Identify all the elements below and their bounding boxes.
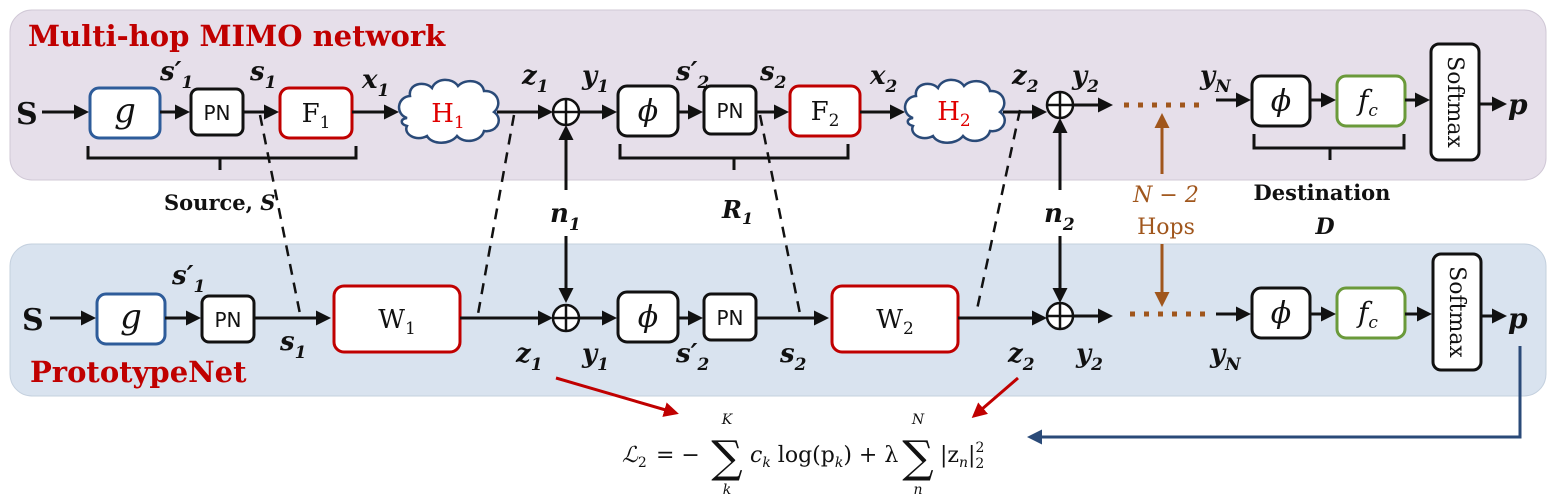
prototype-W2-label: W2 — [876, 305, 914, 339]
top-row: S g s′1 PN s1 F1 x1 H1 z1 y1 ϕ s′2 PN s2… — [16, 42, 1528, 240]
bottom-row: S g s′1 PN s1 W1 z1 y1 ϕ s′2 PN s2 W2 z2… — [22, 252, 1528, 375]
relay-brace — [618, 144, 850, 170]
signal-y2-bottom: y2 — [1075, 339, 1103, 375]
phi-label-1-top: ϕ — [638, 94, 658, 129]
noise-n2: n2 — [1044, 199, 1075, 235]
destination-annotation: Destination — [1254, 180, 1391, 205]
hops-word-label: Hops — [1137, 215, 1195, 240]
encoder-g-label-top: g — [114, 91, 136, 131]
noise-n1: n1 — [550, 199, 581, 235]
encoder-g-label-bottom: g — [120, 297, 142, 337]
signal-s2-top: s2 — [759, 57, 787, 93]
softmax-block-bottom — [1431, 252, 1483, 372]
channel-H2-label: H2 — [937, 97, 971, 131]
signal-x1: x1 — [361, 65, 389, 101]
loss-arrow-z2 — [971, 376, 1019, 418]
pn-block-2-top — [702, 84, 758, 136]
feedback-arrow-p — [1027, 346, 1522, 445]
softmax-label-bottom: Softmax — [1444, 266, 1469, 358]
prototype-W1-label: W1 — [378, 305, 416, 339]
phi-label-dest-bottom: ϕ — [1271, 296, 1291, 331]
signal-s2-bottom: s2 — [779, 339, 807, 375]
mapping-dash-z1 — [476, 114, 516, 315]
sum-2-sign: ∑ — [902, 432, 933, 483]
source-annotation: Source, S — [164, 190, 275, 215]
signal-yN-bottom: yN — [1209, 339, 1242, 375]
phi-label-dest-top: ϕ — [1271, 84, 1291, 119]
sum-1-sign: ∑ — [711, 432, 742, 483]
pn-label-2-top: PN — [716, 99, 743, 123]
signal-s1-prime-bottom: s′1 — [171, 261, 205, 297]
source-brace — [86, 146, 358, 170]
signal-s1-top: s1 — [249, 57, 276, 93]
mapping-dash-z2 — [974, 109, 1022, 315]
mapping-dash-s1 — [258, 114, 302, 315]
output-p-bottom: p — [1508, 302, 1528, 335]
relay-annotation: R1 — [721, 195, 753, 228]
destination-brace — [1252, 134, 1406, 160]
sum-2-upper: N — [911, 412, 925, 428]
signal-s1-bottom: s1 — [279, 327, 306, 363]
precoder-F2-label: F2 — [811, 97, 840, 131]
signal-yN-top: yN — [1199, 61, 1232, 97]
pn-label-1-bottom: PN — [214, 308, 241, 332]
hops-count-label: N − 2 — [1132, 183, 1199, 208]
prototypenet-title: PrototypeNet — [30, 355, 247, 389]
signal-z1-top: z1 — [521, 61, 549, 97]
signal-x2: x2 — [869, 61, 898, 97]
loss-term-1: ck log(pk) + λ — [750, 443, 898, 471]
pn-label-1-top: PN — [203, 101, 230, 125]
channel-H1-cloud — [397, 78, 500, 144]
sum-2-lower: n — [913, 482, 922, 498]
signal-s1-prime-top: s′1 — [159, 57, 193, 93]
mimo-network-title: Multi-hop MIMO network — [28, 19, 446, 53]
loss-arrow-z1 — [555, 376, 679, 417]
channel-H2-cloud — [903, 78, 1006, 144]
signal-z2-top: z2 — [1011, 61, 1039, 97]
signal-z2-bottom: z2 — [1007, 339, 1035, 375]
loss-equals: = − — [656, 443, 700, 468]
mapping-dash-s2 — [758, 114, 802, 315]
softmax-block-top — [1429, 42, 1481, 162]
signal-y2-top: y2 — [1071, 61, 1099, 97]
signal-y1-bottom: y1 — [581, 339, 609, 375]
sum-1-upper: K — [721, 412, 734, 428]
signal-s2-prime-bottom: s′2 — [675, 339, 710, 375]
signal-z1-bottom: z1 — [515, 339, 543, 375]
precoder-F1-label: F1 — [302, 99, 331, 133]
input-S-top: S — [16, 97, 38, 132]
loss-lhs: ℒ2 — [622, 443, 647, 471]
sum-1-lower: k — [723, 482, 731, 498]
input-S-bottom: S — [22, 303, 44, 338]
destination-symbol: D — [1314, 214, 1334, 240]
softmax-label-top: Softmax — [1442, 56, 1467, 148]
output-p-top: p — [1508, 88, 1528, 121]
signal-y1-top: y1 — [581, 61, 609, 97]
channel-H1-label: H1 — [431, 99, 465, 133]
pn-label-2-bottom: PN — [716, 306, 743, 330]
phi-label-1-bottom: ϕ — [638, 300, 658, 335]
